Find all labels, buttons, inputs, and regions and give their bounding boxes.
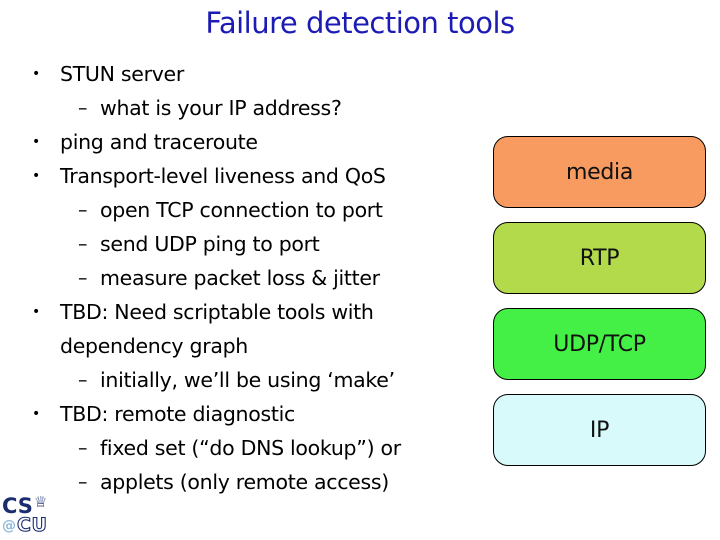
slide-title: Failure detection tools — [205, 6, 515, 40]
list-item-text: ping and traceroute — [60, 130, 258, 154]
list-item: –measure packet loss & jitter — [32, 261, 490, 295]
list-item-text: send UDP ping to port — [100, 232, 320, 256]
list-item-text: open TCP connection to port — [100, 198, 383, 222]
logo-cu-text: CU — [16, 514, 48, 536]
list-item: –what is your IP address? — [32, 91, 490, 125]
list-item: • Transport-level liveness and QoS — [32, 159, 490, 193]
bullet-marker: • — [32, 406, 40, 422]
cs-cu-logo: CS ♕ @ CU — [2, 493, 48, 536]
list-item: dependency graph — [32, 329, 490, 363]
dash-marker: – — [78, 437, 88, 459]
logo-bottom-row: @ CU — [2, 514, 48, 536]
list-item-text: Transport-level liveness and QoS — [60, 164, 386, 188]
bullet-list: •STUN server–what is your IP address?•pi… — [32, 57, 490, 499]
list-item-text: initially, we’ll be using ‘make’ — [100, 368, 395, 392]
stack-box-ip: IP — [493, 394, 710, 468]
logo-at-sign: @ — [2, 517, 16, 534]
stack-box-udp-tcp: UDP/TCP — [493, 308, 710, 382]
stack-box-label: media — [565, 159, 634, 185]
list-item-text: TBD: remote diagnostic — [60, 402, 295, 426]
dash-marker: – — [78, 369, 88, 391]
list-item: –send UDP ping to port — [32, 227, 490, 261]
list-item: –fixed set (“do DNS lookup”) or — [32, 431, 490, 465]
stack-box-label: UDP/TCP — [553, 331, 646, 357]
list-item: –open TCP connection to port — [32, 193, 490, 227]
bullet-marker: • — [32, 134, 40, 150]
list-item: • STUN server — [32, 57, 490, 91]
dash-marker: – — [78, 267, 88, 289]
bullet-marker: • — [32, 66, 40, 82]
bullet-marker: • — [32, 304, 40, 320]
stack-box-label: IP — [589, 417, 610, 443]
bullet-marker: • — [32, 168, 40, 184]
dash-marker: – — [78, 97, 88, 119]
list-item-text: what is your IP address? — [100, 96, 342, 120]
list-item: • TBD: Need scriptable tools with — [32, 295, 490, 329]
crown-icon: ♕ — [33, 493, 48, 511]
logo-cs-text: CS — [2, 494, 33, 518]
list-item: –initially, we’ll be using ‘make’ — [32, 363, 490, 397]
list-item-text: applets (only remote access) — [100, 470, 389, 494]
dash-marker: – — [78, 471, 88, 493]
list-item: • ping and traceroute — [32, 125, 490, 159]
stack-box-rtp: RTP — [493, 222, 710, 296]
dash-marker: – — [78, 233, 88, 255]
logo-top-row: CS ♕ — [2, 493, 48, 518]
stack-box-media: media — [493, 136, 710, 210]
list-item: • TBD: remote diagnostic — [32, 397, 490, 431]
list-item-text: dependency graph — [60, 334, 248, 358]
dash-marker: – — [78, 199, 88, 221]
list-item-text: TBD: Need scriptable tools with — [60, 300, 374, 324]
list-item-text: fixed set (“do DNS lookup”) or — [100, 436, 401, 460]
list-item-text: STUN server — [60, 62, 184, 86]
stack-box-label: RTP — [579, 245, 620, 271]
list-item-text: measure packet loss & jitter — [100, 266, 380, 290]
list-item: –applets (only remote access) — [32, 465, 490, 499]
